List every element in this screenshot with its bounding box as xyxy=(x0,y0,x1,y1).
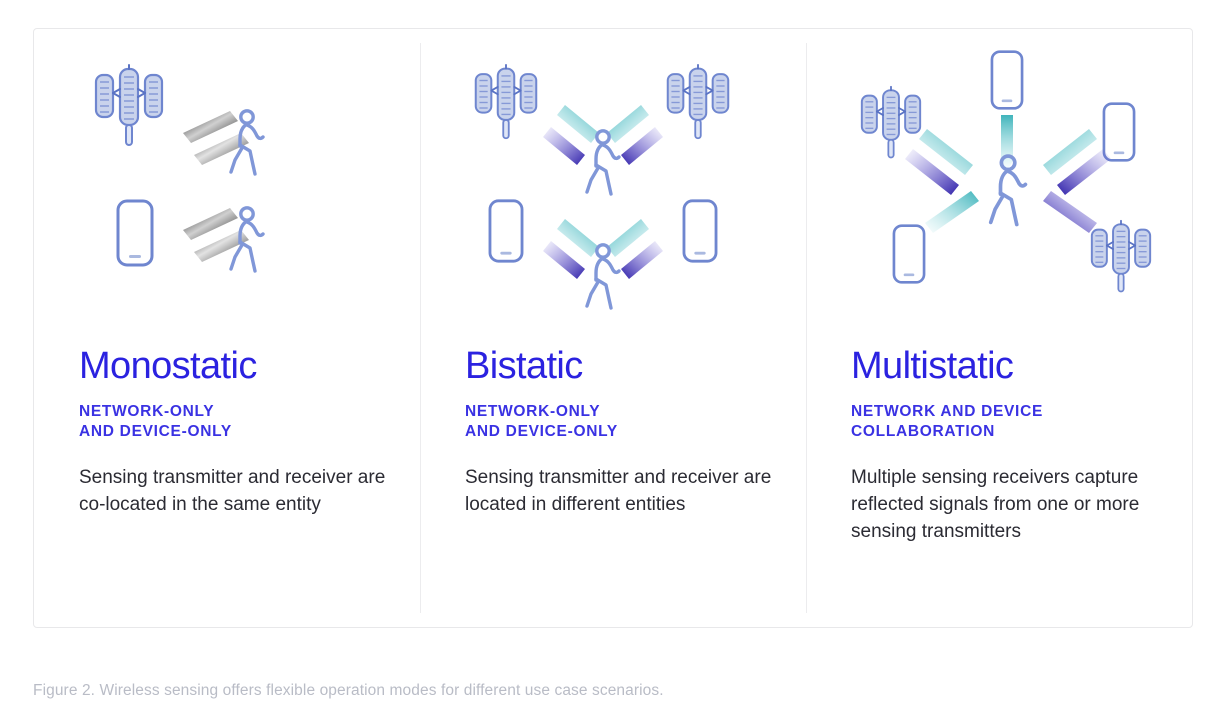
mode-subtitle-line-2: AND DEVICE-ONLY xyxy=(465,423,618,441)
mode-subtitle: NETWORK-ONLY AND DEVICE-ONLY xyxy=(79,402,402,443)
signal-beam-teal-blue-left-row2 xyxy=(543,219,599,279)
column-monostatic: Monostatic NETWORK-ONLY AND DEVICE-ONLY … xyxy=(34,29,420,627)
mode-subtitle: NETWORK-ONLY AND DEVICE-ONLY xyxy=(465,402,788,443)
bistatic-illustration xyxy=(465,43,788,343)
multistatic-illustration xyxy=(851,43,1174,343)
smartphone-icon xyxy=(488,199,524,263)
signal-beam-dark-pair-row1 xyxy=(183,111,249,165)
mode-title: Multistatic xyxy=(851,345,1014,387)
column-bistatic: Bistatic NETWORK-ONLY AND DEVICE-ONLY Se… xyxy=(420,29,806,627)
smartphone-icon xyxy=(682,199,718,263)
bistatic-text: Bistatic NETWORK-ONLY AND DEVICE-ONLY Se… xyxy=(465,343,788,519)
mode-subtitle-line-1: NETWORK-ONLY xyxy=(79,402,215,420)
mode-subtitle-line-1: NETWORK-ONLY xyxy=(465,402,601,420)
signal-beam-dark-pair-row2 xyxy=(183,208,249,262)
figure-caption: Figure 2. Wireless sensing offers flexib… xyxy=(33,682,664,699)
mode-subtitle-line-2: COLLABORATION xyxy=(851,423,995,441)
smartphone-icon xyxy=(892,224,926,284)
mode-subtitle-line-2: AND DEVICE-ONLY xyxy=(79,423,232,441)
base-station-icon xyxy=(1090,219,1152,293)
mode-title: Monostatic xyxy=(79,345,257,387)
monostatic-text: Monostatic NETWORK-ONLY AND DEVICE-ONLY … xyxy=(79,343,402,519)
monostatic-illustration xyxy=(79,43,402,343)
mode-title: Bistatic xyxy=(465,345,583,387)
mode-description: Sensing transmitter and receiver are co-… xyxy=(79,466,386,515)
signal-beam-bottom-right xyxy=(1043,191,1097,233)
smartphone-icon xyxy=(116,199,154,267)
base-station-icon xyxy=(860,85,922,159)
smartphone-icon xyxy=(1102,102,1136,162)
mode-description: Multiple sensing receivers capture refle… xyxy=(851,466,1140,542)
multistatic-text: Multistatic NETWORK AND DEVICE COLLABORA… xyxy=(851,343,1174,546)
mode-subtitle-line-1: NETWORK AND DEVICE xyxy=(851,402,1044,420)
signal-beam-bottom-left xyxy=(925,191,979,233)
column-multistatic: Multistatic NETWORK AND DEVICE COLLABORA… xyxy=(806,29,1192,627)
mode-subtitle: NETWORK AND DEVICE COLLABORATION xyxy=(851,402,1174,443)
base-station-icon xyxy=(94,63,164,147)
signal-beam-teal-blue-left-row1 xyxy=(543,105,599,165)
base-station-icon xyxy=(666,63,730,140)
signal-beam-teal-blue-right-row2 xyxy=(607,219,663,279)
base-station-icon xyxy=(474,63,538,140)
mode-description: Sensing transmitter and receiver are loc… xyxy=(465,466,772,515)
modes-card: Monostatic NETWORK-ONLY AND DEVICE-ONLY … xyxy=(33,28,1193,628)
signal-beam-top-left xyxy=(905,129,973,195)
smartphone-icon xyxy=(990,50,1024,110)
signal-beam-teal-blue-right-row1 xyxy=(607,105,663,165)
signal-beam-top-right xyxy=(1043,129,1111,195)
